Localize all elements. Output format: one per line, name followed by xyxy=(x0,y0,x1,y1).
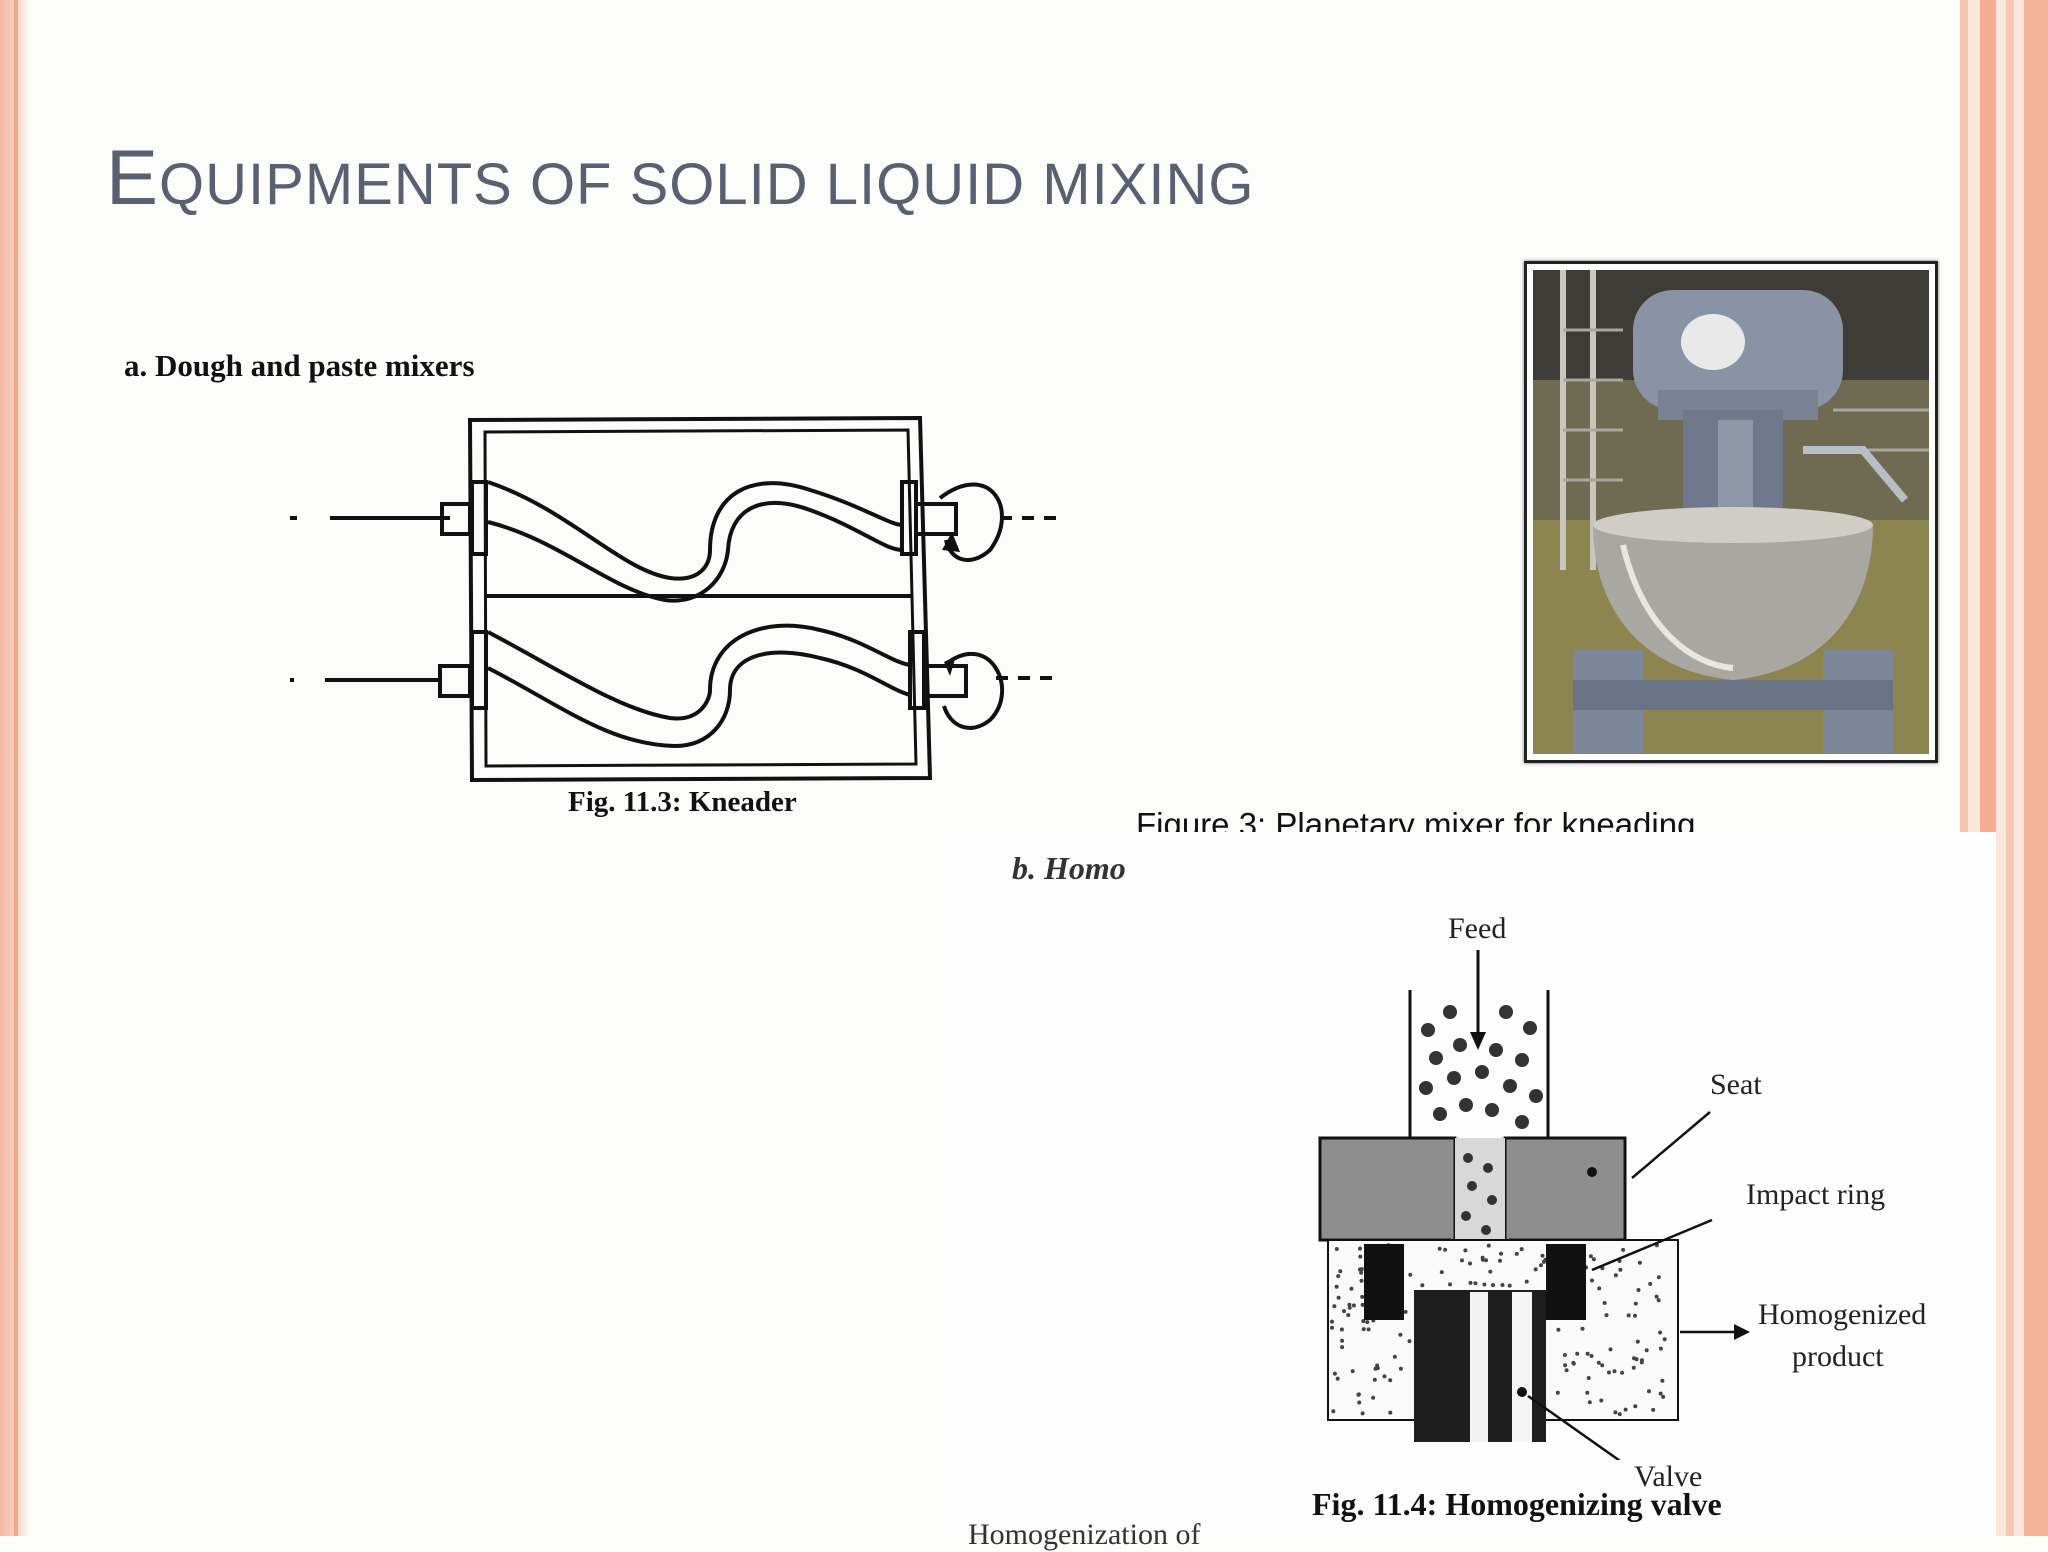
feed-label: Feed xyxy=(1448,912,1507,945)
planetary-mixer-photo-frame xyxy=(1524,261,1938,763)
left-decorative-border xyxy=(0,0,30,1536)
kneader-diagram xyxy=(290,415,1060,783)
kneader-caption: Fig. 11.3: Kneader xyxy=(568,786,797,818)
cut-off-text: Homogenization of xyxy=(968,1518,1201,1551)
slide-title: EQUIPMENTS OF SOLID LIQUID MIXING xyxy=(106,133,1255,221)
seat-label: Seat xyxy=(1710,1068,1762,1101)
dough-mixers-heading: a. Dough and paste mixers xyxy=(124,348,475,383)
homogenizing-valve-diagram xyxy=(1318,950,1750,1460)
product-label: product xyxy=(1792,1340,1884,1373)
homogenized-label: Homogenized xyxy=(1758,1298,1927,1331)
valve-label: Valve xyxy=(1634,1460,1703,1493)
homogenizer-heading: b. Homo xyxy=(1012,850,1126,886)
planetary-mixer-photo xyxy=(1533,270,1929,754)
impact-ring-label: Impact ring xyxy=(1746,1178,1886,1211)
homogenizing-valve-caption: Fig. 11.4: Homogenizing valve xyxy=(1312,1486,1722,1522)
